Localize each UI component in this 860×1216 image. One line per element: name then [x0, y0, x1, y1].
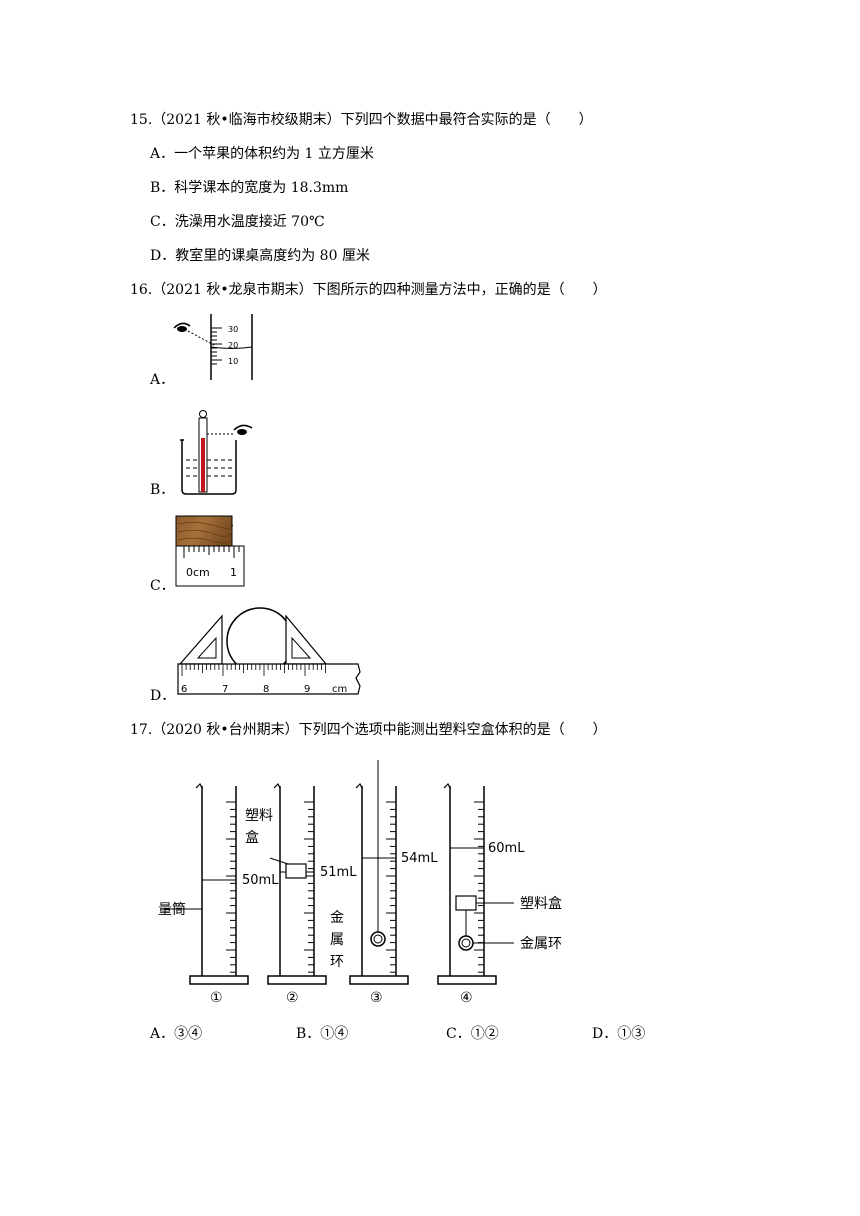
q15-option-b[interactable]: B．科学课本的宽度为 18.3mm	[150, 180, 349, 196]
label-number-3: ③	[370, 990, 383, 1006]
q17-option-a[interactable]: A．③④	[150, 1026, 203, 1042]
figure-graduated-cylinder-reading: 30 20 10	[173, 314, 253, 380]
fig-d-tick-9: 9	[304, 684, 310, 695]
figure-ruler-triangles-circle: 6 7 8 9 cm	[177, 607, 361, 695]
label-metal-ring: 金属环	[520, 936, 562, 952]
label-box-part-a: 塑料	[245, 808, 273, 824]
label-54ml: 54mL	[401, 851, 438, 866]
q15-option-d[interactable]: D．教室里的课桌高度约为 80 厘米	[150, 248, 370, 264]
fig-d-tick-cm: cm	[332, 684, 347, 695]
q17-option-b[interactable]: B．①④	[296, 1026, 349, 1042]
q16-option-b-label[interactable]: B．	[150, 482, 175, 498]
label-number-2: ②	[286, 990, 299, 1006]
fig-c-tick-1: 1	[230, 566, 237, 579]
label-60ml: 60mL	[488, 841, 525, 856]
cylinder-3: 54mL 金 属 环 ③	[330, 760, 438, 1006]
fig-d-tick-6: 6	[181, 684, 187, 695]
q15-option-a[interactable]: A．一个苹果的体积约为 1 立方厘米	[150, 146, 374, 162]
fig-d-tick-7: 7	[222, 684, 228, 695]
figure-thermometer-in-beaker	[180, 410, 253, 495]
label-51ml: 51mL	[320, 865, 357, 880]
q16-option-a-label[interactable]: A．	[150, 372, 175, 388]
q17-option-d[interactable]: D．①③	[592, 1026, 646, 1042]
label-ring-part-b: 属	[330, 932, 344, 948]
figure-ruler-wooden-block: 0cm 1	[175, 515, 245, 587]
label-box-part-b: 盒	[245, 829, 259, 846]
q15-option-c[interactable]: C．洗澡用水温度接近 70℃	[150, 214, 325, 230]
fig-d-tick-8: 8	[263, 684, 269, 695]
figure-four-graduated-cylinders: 量筒 50mL ① 塑料 盒 51mL ② 54mL 金 属 环 ③	[158, 760, 562, 1006]
q16-option-c-label[interactable]: C．	[150, 578, 175, 594]
label-number-1: ①	[210, 990, 223, 1006]
label-number-4: ④	[460, 990, 473, 1006]
question-17-stem: 17.（2020 秋•台州期末）下列四个选项中能测出塑料空盒体积的是（ ）	[130, 722, 607, 738]
fig-a-tick-30: 30	[228, 325, 238, 334]
label-ring-part-c: 环	[330, 954, 344, 970]
fig-c-tick-0cm: 0cm	[186, 566, 210, 579]
cylinder-2: 塑料 盒 51mL ②	[245, 782, 357, 1006]
label-50ml: 50mL	[242, 873, 279, 888]
label-measuring-cylinder: 量筒	[158, 901, 186, 918]
label-plastic-box: 塑料盒	[520, 895, 562, 912]
fig-a-tick-10: 10	[228, 357, 238, 366]
fig-a-tick-20: 20	[228, 341, 238, 350]
label-ring-part-a: 金	[330, 910, 344, 926]
question-16-stem: 16.（2021 秋•龙泉市期末）下图所示的四种测量方法中，正确的是（ ）	[130, 282, 607, 298]
question-15-stem: 15.（2021 秋•临海市校级期末）下列四个数据中最符合实际的是（ ）	[130, 112, 593, 128]
cylinder-1: 量筒 50mL ①	[158, 782, 279, 1006]
cylinder-4: 60mL 塑料盒 金属环 ④	[437, 782, 562, 1006]
q17-option-c[interactable]: C．①②	[446, 1026, 499, 1042]
q16-option-d-label[interactable]: D．	[150, 688, 176, 704]
